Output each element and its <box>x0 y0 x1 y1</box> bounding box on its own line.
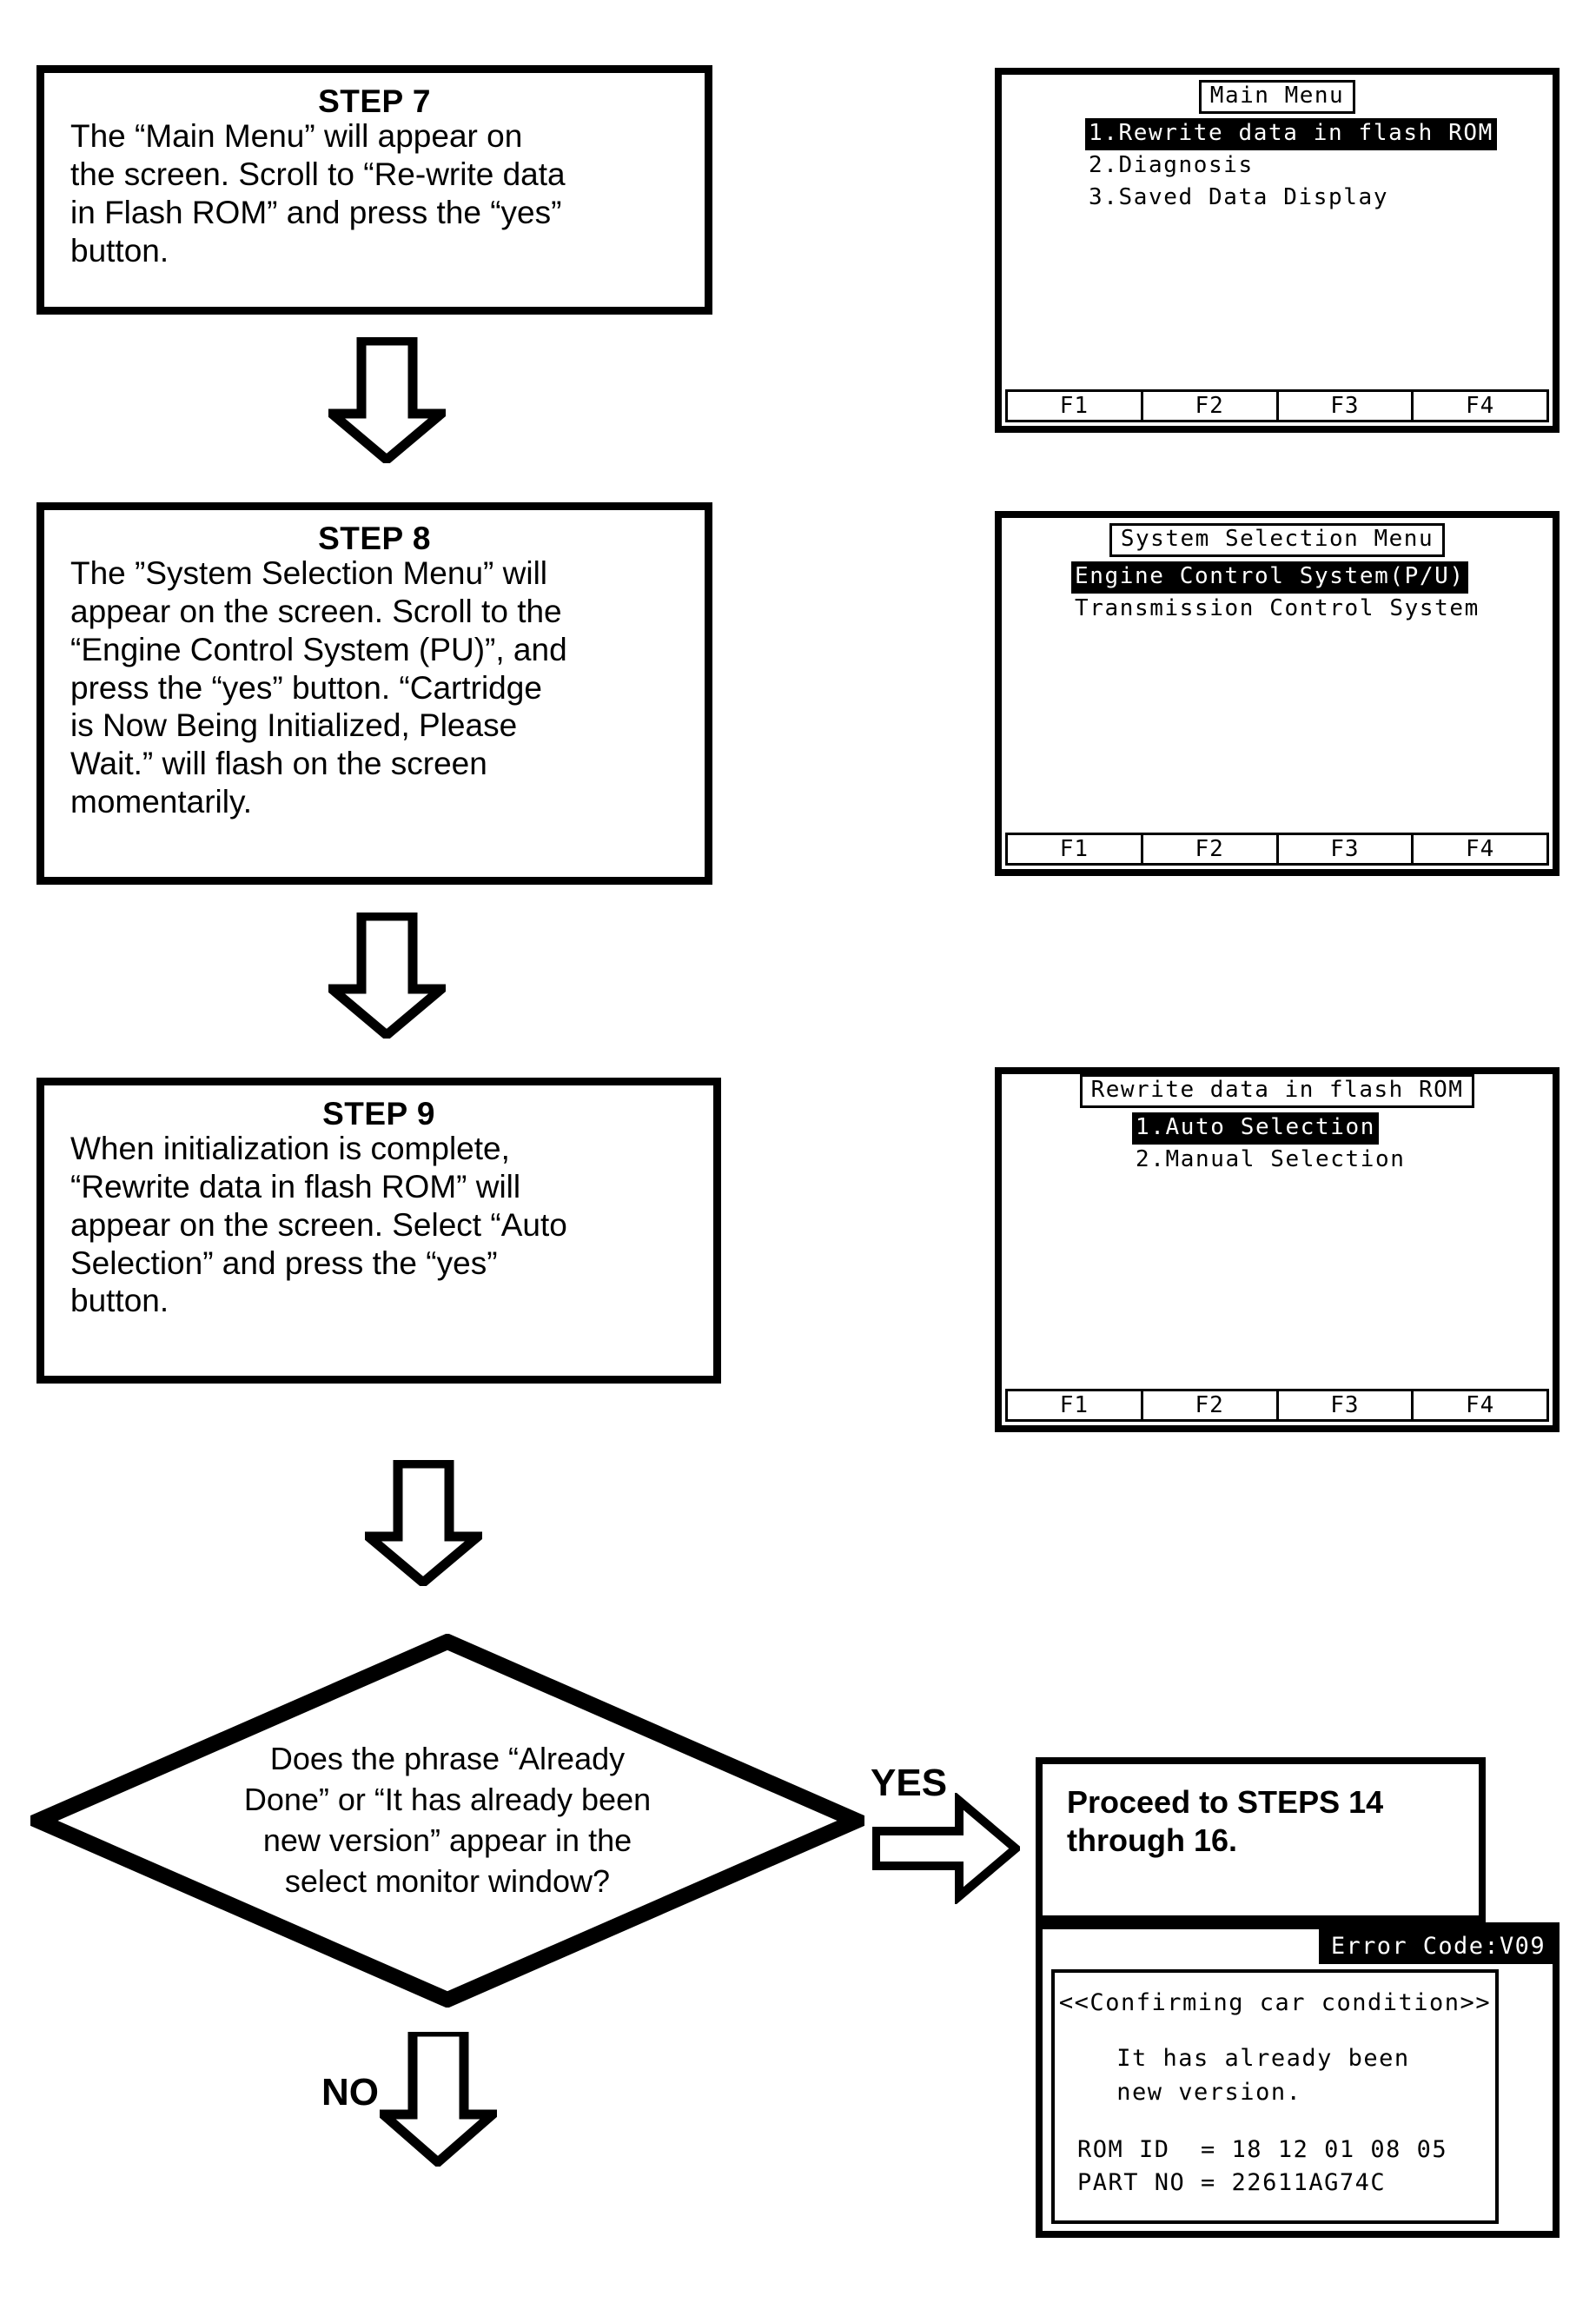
lcd-title: Main Menu <box>1198 80 1356 115</box>
lcd-menu-item[interactable]: 3.Saved Data Display <box>1089 183 1389 210</box>
decision-text: Does the phrase “Already Done” or “It ha… <box>30 1634 864 2008</box>
lcd-fkey-f3[interactable]: F3 <box>1279 835 1414 863</box>
step-9-line: “Rewrite data in flash ROM” will <box>70 1168 521 1205</box>
step-8-line: press the “yes” button. “Cartridge <box>70 669 542 706</box>
lcd-menu: 1.Rewrite data in flash ROM 2.Diagnosis … <box>1085 118 1553 214</box>
step-7-line: button. <box>70 232 169 269</box>
proceed-text: Proceed to STEPS 14 through 16. <box>1043 1764 1479 1868</box>
error-heading: <<Confirming car condition>> <box>1058 1989 1492 2016</box>
step-7-title: STEP 7 <box>318 83 431 119</box>
step-8-title: STEP 8 <box>318 521 431 556</box>
lcd-title-row: Main Menu <box>1002 80 1553 115</box>
lcd-fkey-f3[interactable]: F3 <box>1279 392 1414 420</box>
lcd-fkey-f1[interactable]: F1 <box>1008 1391 1143 1419</box>
step-9-title: STEP 9 <box>322 1096 435 1132</box>
lcd-menu: 1.Auto Selection 2.Manual Selection <box>1132 1112 1553 1177</box>
step-8-box: STEP 8 The ”System Selection Menu” will … <box>36 502 712 885</box>
step-7-line: in Flash ROM” and press the “yes” <box>70 194 562 230</box>
lcd-function-key-bar: F1 F2 F3 F4 <box>1005 833 1549 866</box>
flow-arrow-step9-to-decision <box>354 1458 492 1590</box>
flow-arrow-step7-to-step8 <box>318 335 455 467</box>
status-badge-error-code: Error Code:V09 <box>1318 1929 1553 1964</box>
decision-line: new version” appear in the <box>262 1822 632 1858</box>
step-8-text: The ”System Selection Menu” will appear … <box>53 554 696 821</box>
lcd-fkey-f2[interactable]: F2 <box>1143 392 1279 420</box>
step-7-line: the screen. Scroll to “Re-write data <box>70 156 566 192</box>
lcd-function-key-bar: F1 F2 F3 F4 <box>1005 1389 1549 1422</box>
lcd-menu-item-selected[interactable]: 1.Auto Selection <box>1132 1112 1380 1145</box>
error-message-line: It has already been <box>1070 2045 1410 2073</box>
lcd-screen-main-menu: Main Menu 1.Rewrite data in flash ROM 2.… <box>995 68 1560 433</box>
step-7-box: STEP 7 The “Main Menu” will appear on th… <box>36 65 712 315</box>
lcd-menu: Engine Control System(P/U) Transmission … <box>1071 561 1553 626</box>
decision-line: Does the phrase “Already <box>269 1741 626 1777</box>
lcd-title: System Selection Menu <box>1109 523 1446 558</box>
error-field-part-no: PART NO = 22611AG74C <box>1077 2169 1387 2197</box>
lcd-fkey-f1[interactable]: F1 <box>1008 392 1143 420</box>
step-9-line: appear on the screen. Select “Auto <box>70 1206 567 1243</box>
lcd-screen-system-selection: System Selection Menu Engine Control Sys… <box>995 511 1560 876</box>
step-9-text: When initialization is complete, “Rewrit… <box>53 1130 705 1320</box>
lcd-menu-item[interactable]: 2.Manual Selection <box>1136 1145 1406 1172</box>
flow-arrow-no <box>370 2027 506 2169</box>
error-message-box: <<Confirming car condition>> It has alre… <box>1051 1969 1499 2224</box>
error-banner-row: Error Code:V09 <box>1043 1929 1553 1964</box>
decision-line: select monitor window? <box>284 1862 611 1899</box>
step-8-line: The ”System Selection Menu” will <box>70 555 548 591</box>
lcd-fkey-f4[interactable]: F4 <box>1465 1392 1495 1418</box>
step-9-line: Selection” and press the “yes” <box>70 1244 498 1281</box>
lcd-title-row: Rewrite data in flash ROM <box>1002 1074 1553 1109</box>
lcd-screen-error-code: Error Code:V09 <<Confirming car conditio… <box>1036 1922 1560 2238</box>
lcd-fkey-f2[interactable]: F2 <box>1143 835 1279 863</box>
step-7-line: The “Main Menu” will appear on <box>70 118 523 154</box>
yes-branch-label: YES <box>871 1762 948 1804</box>
error-field-rom-id: ROM ID = 18 12 01 08 05 <box>1077 2135 1448 2163</box>
lcd-menu-item-selected[interactable]: Engine Control System(P/U) <box>1071 561 1468 594</box>
step-7-text: The “Main Menu” will appear on the scree… <box>53 117 696 269</box>
lcd-body: System Selection Menu Engine Control Sys… <box>1002 518 1553 833</box>
decision-diamond: Does the phrase “Already Done” or “It ha… <box>30 1634 864 2008</box>
lcd-function-key-bar: F1 F2 F3 F4 <box>1005 389 1549 422</box>
lcd-title-row: System Selection Menu <box>1002 523 1553 558</box>
lcd-title: Rewrite data in flash ROM <box>1079 1074 1475 1109</box>
step-8-line: is Now Being Initialized, Please <box>70 707 518 744</box>
error-message-line: new version. <box>1070 2078 1302 2106</box>
no-branch-label: NO <box>321 2071 379 2114</box>
step-9-line: When initialization is complete, <box>70 1131 510 1166</box>
lcd-screen-rewrite-flash-rom: Rewrite data in flash ROM 1.Auto Selecti… <box>995 1067 1560 1432</box>
step-9-line: button. <box>70 1283 169 1319</box>
proceed-line: through 16. <box>1067 1822 1237 1858</box>
lcd-fkey-f4[interactable]: F4 <box>1465 836 1495 862</box>
flow-arrow-step8-to-step9 <box>318 911 455 1042</box>
lcd-menu-item-selected[interactable]: 1.Rewrite data in flash ROM <box>1085 118 1497 150</box>
step-9-box: STEP 9 When initialization is complete, … <box>36 1078 721 1384</box>
lcd-menu-item[interactable]: Transmission Control System <box>1075 594 1480 621</box>
proceed-line: Proceed to STEPS 14 <box>1067 1784 1384 1820</box>
lcd-fkey-f1[interactable]: F1 <box>1008 835 1143 863</box>
step-8-line: “Engine Control System (PU)”, and <box>70 631 567 667</box>
proceed-to-steps-box: Proceed to STEPS 14 through 16. <box>1036 1757 1486 1922</box>
lcd-body: Main Menu 1.Rewrite data in flash ROM 2.… <box>1002 75 1553 389</box>
step-8-line: Wait.” will flash on the screen <box>70 746 487 782</box>
lcd-fkey-f4[interactable]: F4 <box>1465 393 1495 419</box>
flow-arrow-yes <box>871 1791 1023 1906</box>
step-8-line: appear on the screen. Scroll to the <box>70 593 562 629</box>
step-8-line: momentarily. <box>70 784 253 820</box>
lcd-fkey-f2[interactable]: F2 <box>1143 1391 1279 1419</box>
lcd-fkey-f3[interactable]: F3 <box>1279 1391 1414 1419</box>
lcd-body: Rewrite data in flash ROM 1.Auto Selecti… <box>1002 1074 1553 1389</box>
lcd-menu-item[interactable]: 2.Diagnosis <box>1089 151 1254 178</box>
decision-line: Done” or “It has already been <box>243 1782 652 1818</box>
